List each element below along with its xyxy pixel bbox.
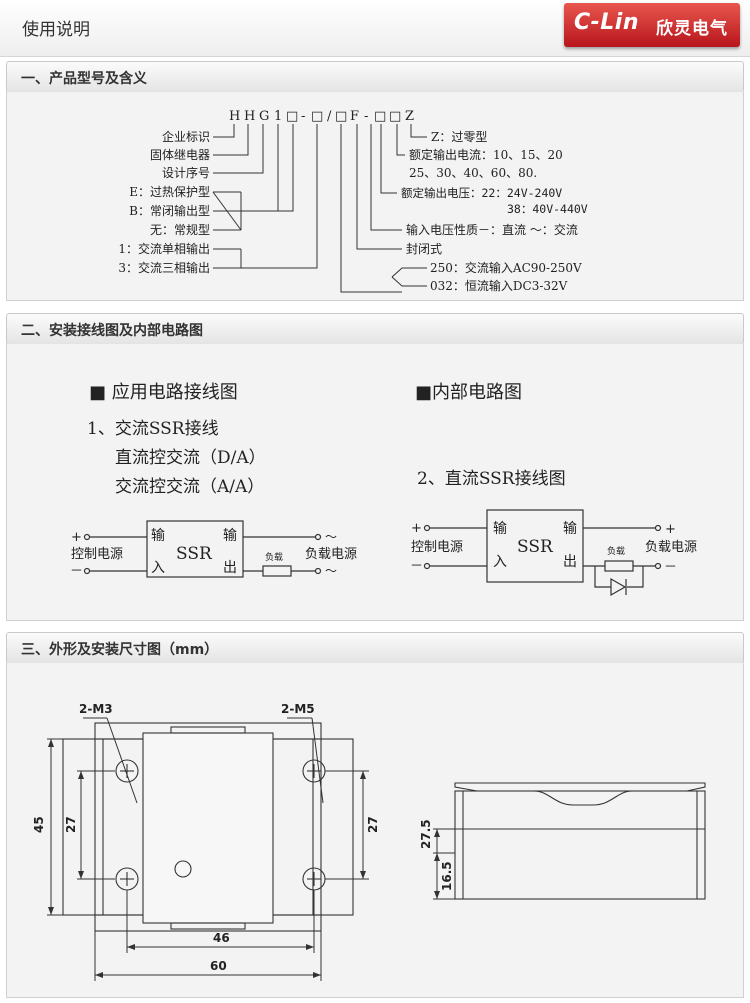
ac-load-source-label: 负载电源 <box>305 547 357 562</box>
dim-27-right-label: 27 <box>366 816 380 833</box>
section-body-model: H H G 1 □ - □ / □ F - □ □ Z <box>6 92 744 301</box>
dc-control-source-label: 控制电源 <box>411 540 463 555</box>
ac-ssr-label: SSR <box>176 544 213 564</box>
code-char: - <box>364 109 368 124</box>
code-char: □ <box>311 109 323 124</box>
internal-circuit-title: ■内部电路图 <box>415 382 522 403</box>
section-body-wiring: ■ 应用电路接线图 ■内部电路图 1、交流SSR接线 直流控交流（D/A） 交流… <box>6 344 744 621</box>
dim-m3-label: 2-M3 <box>79 702 113 716</box>
model-label: B：常闭输出型 <box>129 203 210 218</box>
page-header: 使用说明 C-Lin 欣灵电气 <box>0 0 750 57</box>
code-char: / <box>327 109 332 124</box>
dim-27-5-label: 27.5 <box>419 819 433 849</box>
ac-ssr-out-bottom: 出 <box>223 560 237 576</box>
dim-27-left-label: 27 <box>64 816 78 833</box>
ac-ssr-title: 1、交流SSR接线 <box>87 419 219 439</box>
ac-control-plus: + <box>71 530 82 545</box>
logo-mark: C-Lin <box>574 10 639 35</box>
side-view <box>454 782 706 900</box>
ac-ssr-in-bottom: 入 <box>151 560 165 576</box>
code-char: F <box>350 109 359 124</box>
model-label: Z：过零型 <box>431 130 487 144</box>
model-label: 032：恒流输入DC3-32V <box>430 278 568 293</box>
page-title: 使用说明 <box>22 20 90 40</box>
model-label: 3：交流三相输出 <box>118 260 210 275</box>
dim-46-label: 46 <box>213 931 230 945</box>
code-char: □ <box>389 109 401 124</box>
ac-control-source-label: 控制电源 <box>71 547 123 562</box>
dc-load-source-label: 负载电源 <box>645 540 697 555</box>
model-label: 输入电压性质－：直流 ～：交流 <box>406 222 578 237</box>
dc-ssr-out-bottom: 出 <box>563 554 577 570</box>
code-char: - <box>301 109 305 124</box>
ac-ssr-ac-control: 交流控交流（A/A） <box>115 477 264 497</box>
code-char: H <box>229 109 240 124</box>
dc-ssr-title: 2、直流SSR接线图 <box>417 469 566 489</box>
section-title-model: 一、产品型号及含义 <box>21 71 147 87</box>
dc-control-minus: － <box>410 559 423 574</box>
model-code-diagram: H H G 1 □ - □ / □ F - □ □ Z <box>118 109 588 293</box>
ac-ssr-dc-control: 直流控交流（D/A） <box>115 448 266 468</box>
code-char: □ <box>335 109 347 124</box>
model-label: 固体继电器 <box>150 148 210 162</box>
ac-ssr-in-top: 输 <box>151 528 165 544</box>
dc-ssr-in-bottom: 入 <box>493 554 507 570</box>
code-char: □ <box>374 109 386 124</box>
app-circuit-title: ■ 应用电路接线图 <box>89 382 238 403</box>
dim-60-label: 60 <box>210 959 227 973</box>
section-title-dimensions: 三、外形及安装尺寸图（mm） <box>21 642 219 658</box>
section-header-dimensions: 三、外形及安装尺寸图（mm） <box>6 632 744 664</box>
model-label: 额定输出电流：10、15、20 <box>409 147 563 162</box>
model-label: 38：40V-440V <box>507 202 588 216</box>
model-label: 1：交流单相输出 <box>118 241 210 256</box>
ac-load-tilde-bottom: ～ <box>325 564 337 578</box>
dim-16-5-label: 16.5 <box>440 861 454 891</box>
model-label: 250：交流输入AC90-250V <box>430 260 582 275</box>
ac-ssr-out-top: 输 <box>223 528 237 544</box>
ac-ssr-wiring <box>83 520 322 578</box>
brand-logo: C-Lin 欣灵电气 <box>564 3 740 47</box>
model-label: 额定输出电压：22：24V-240V <box>401 186 562 200</box>
dc-load-label: 负载 <box>607 545 625 557</box>
logo-chinese-name: 欣灵电气 <box>656 19 728 39</box>
model-label: E：过热保护型 <box>129 185 210 199</box>
code-char: □ <box>286 109 298 124</box>
model-label: 封闭式 <box>406 242 442 256</box>
dc-ssr-wiring <box>423 509 662 597</box>
dimension-drawing: 2-M3 2-M5 45 27 27 46 60 27. <box>32 702 706 981</box>
ac-load-label: 负载 <box>265 551 283 563</box>
dim-45-label: 45 <box>32 816 46 833</box>
section-title-wiring: 二、安装接线图及内部电路图 <box>21 323 203 339</box>
section-header-model: 一、产品型号及含义 <box>6 61 744 93</box>
dc-load-minus: － <box>664 560 677 575</box>
dc-load-plus: + <box>665 522 676 537</box>
dim-m5-label: 2-M5 <box>281 702 315 716</box>
model-label: 企业标识 <box>162 129 210 144</box>
dc-ssr-out-top: 输 <box>563 521 577 537</box>
front-view <box>62 722 354 932</box>
dc-control-plus: + <box>411 521 422 536</box>
wiring-diagrams: ■ 应用电路接线图 ■内部电路图 1、交流SSR接线 直流控交流（D/A） 交流… <box>70 382 697 597</box>
ac-load-tilde-top: ～ <box>325 530 337 544</box>
code-char: 1 <box>274 109 282 124</box>
code-char: G <box>259 109 269 124</box>
dc-ssr-label: SSR <box>517 537 554 557</box>
ac-control-minus: － <box>70 564 83 579</box>
code-char: Z <box>405 109 414 124</box>
dc-ssr-in-top: 输 <box>493 521 507 537</box>
model-label: 无：常规型 <box>150 222 210 237</box>
model-label: 25、30、40、60、80. <box>409 166 537 180</box>
code-char: H <box>244 109 255 124</box>
section-body-dimensions: 2-M3 2-M5 45 27 27 46 60 27. <box>6 663 744 998</box>
model-label: 设计序号 <box>162 165 210 180</box>
section-header-wiring: 二、安装接线图及内部电路图 <box>6 313 744 345</box>
